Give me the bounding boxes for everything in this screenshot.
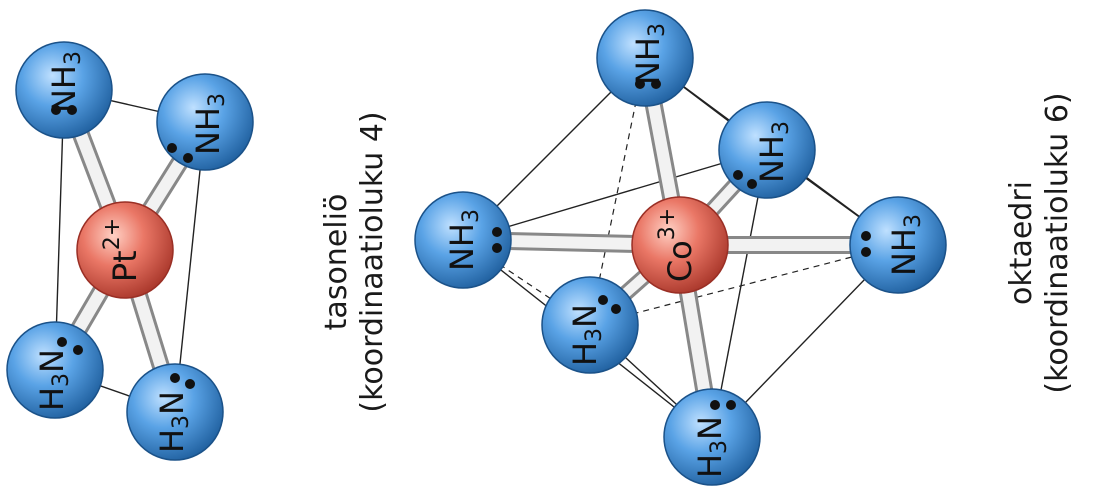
metal-atom-co: Co3+ [631, 196, 729, 294]
ligand-label: H3N [691, 416, 732, 478]
octahedral-complex: NH3 Co3+ NH3 NH3 NH3 [414, 9, 947, 486]
lone-pair [67, 105, 77, 115]
ligand-nh3: NH3 [849, 196, 947, 294]
ligand-h3n: H3N [6, 321, 104, 419]
metal-symbol: Co [661, 240, 699, 282]
ligand-label: H3N [33, 349, 74, 411]
caption-square-planar: tasoneliö (koordinaatioluku 4) [319, 111, 391, 412]
caption-octahedral-title: oktaedri [1004, 180, 1039, 306]
lone-pair [51, 105, 61, 115]
caption-square-planar-title: tasoneliö [319, 193, 354, 331]
ligand-nh3: NH3 [414, 191, 512, 289]
svg-text:Co3+: Co3+ [655, 208, 700, 282]
metal-charge: 3+ [655, 208, 680, 240]
ligand-nh3: NH3 [15, 41, 113, 139]
ligand-nh3: NH3 [718, 101, 816, 199]
ligand-nh3: NH3 [596, 9, 694, 107]
caption-octahedral: oktaedri (koordinaatioluku 6) [1004, 92, 1076, 393]
metal-symbol: Pt [106, 250, 144, 282]
ligand-h3n: H3N [541, 276, 639, 374]
metal-atom-pt: Pt2+ [76, 201, 174, 299]
ligand-h3n: H3N [663, 388, 761, 486]
ligand-nh3: NH3 [156, 73, 254, 171]
svg-text:Pt2+: Pt2+ [100, 218, 145, 282]
ligand-label: H3N [566, 304, 607, 366]
metal-charge: 2+ [100, 218, 125, 250]
caption-square-planar-subtitle: (koordinaatioluku 4) [355, 111, 390, 413]
ligand-h3n: H3N [126, 363, 224, 461]
caption-octahedral-subtitle: (koordinaatioluku 6) [1040, 92, 1075, 394]
square-planar-complex: Pt2+ NH3 NH3 H3N H3N [6, 41, 254, 461]
